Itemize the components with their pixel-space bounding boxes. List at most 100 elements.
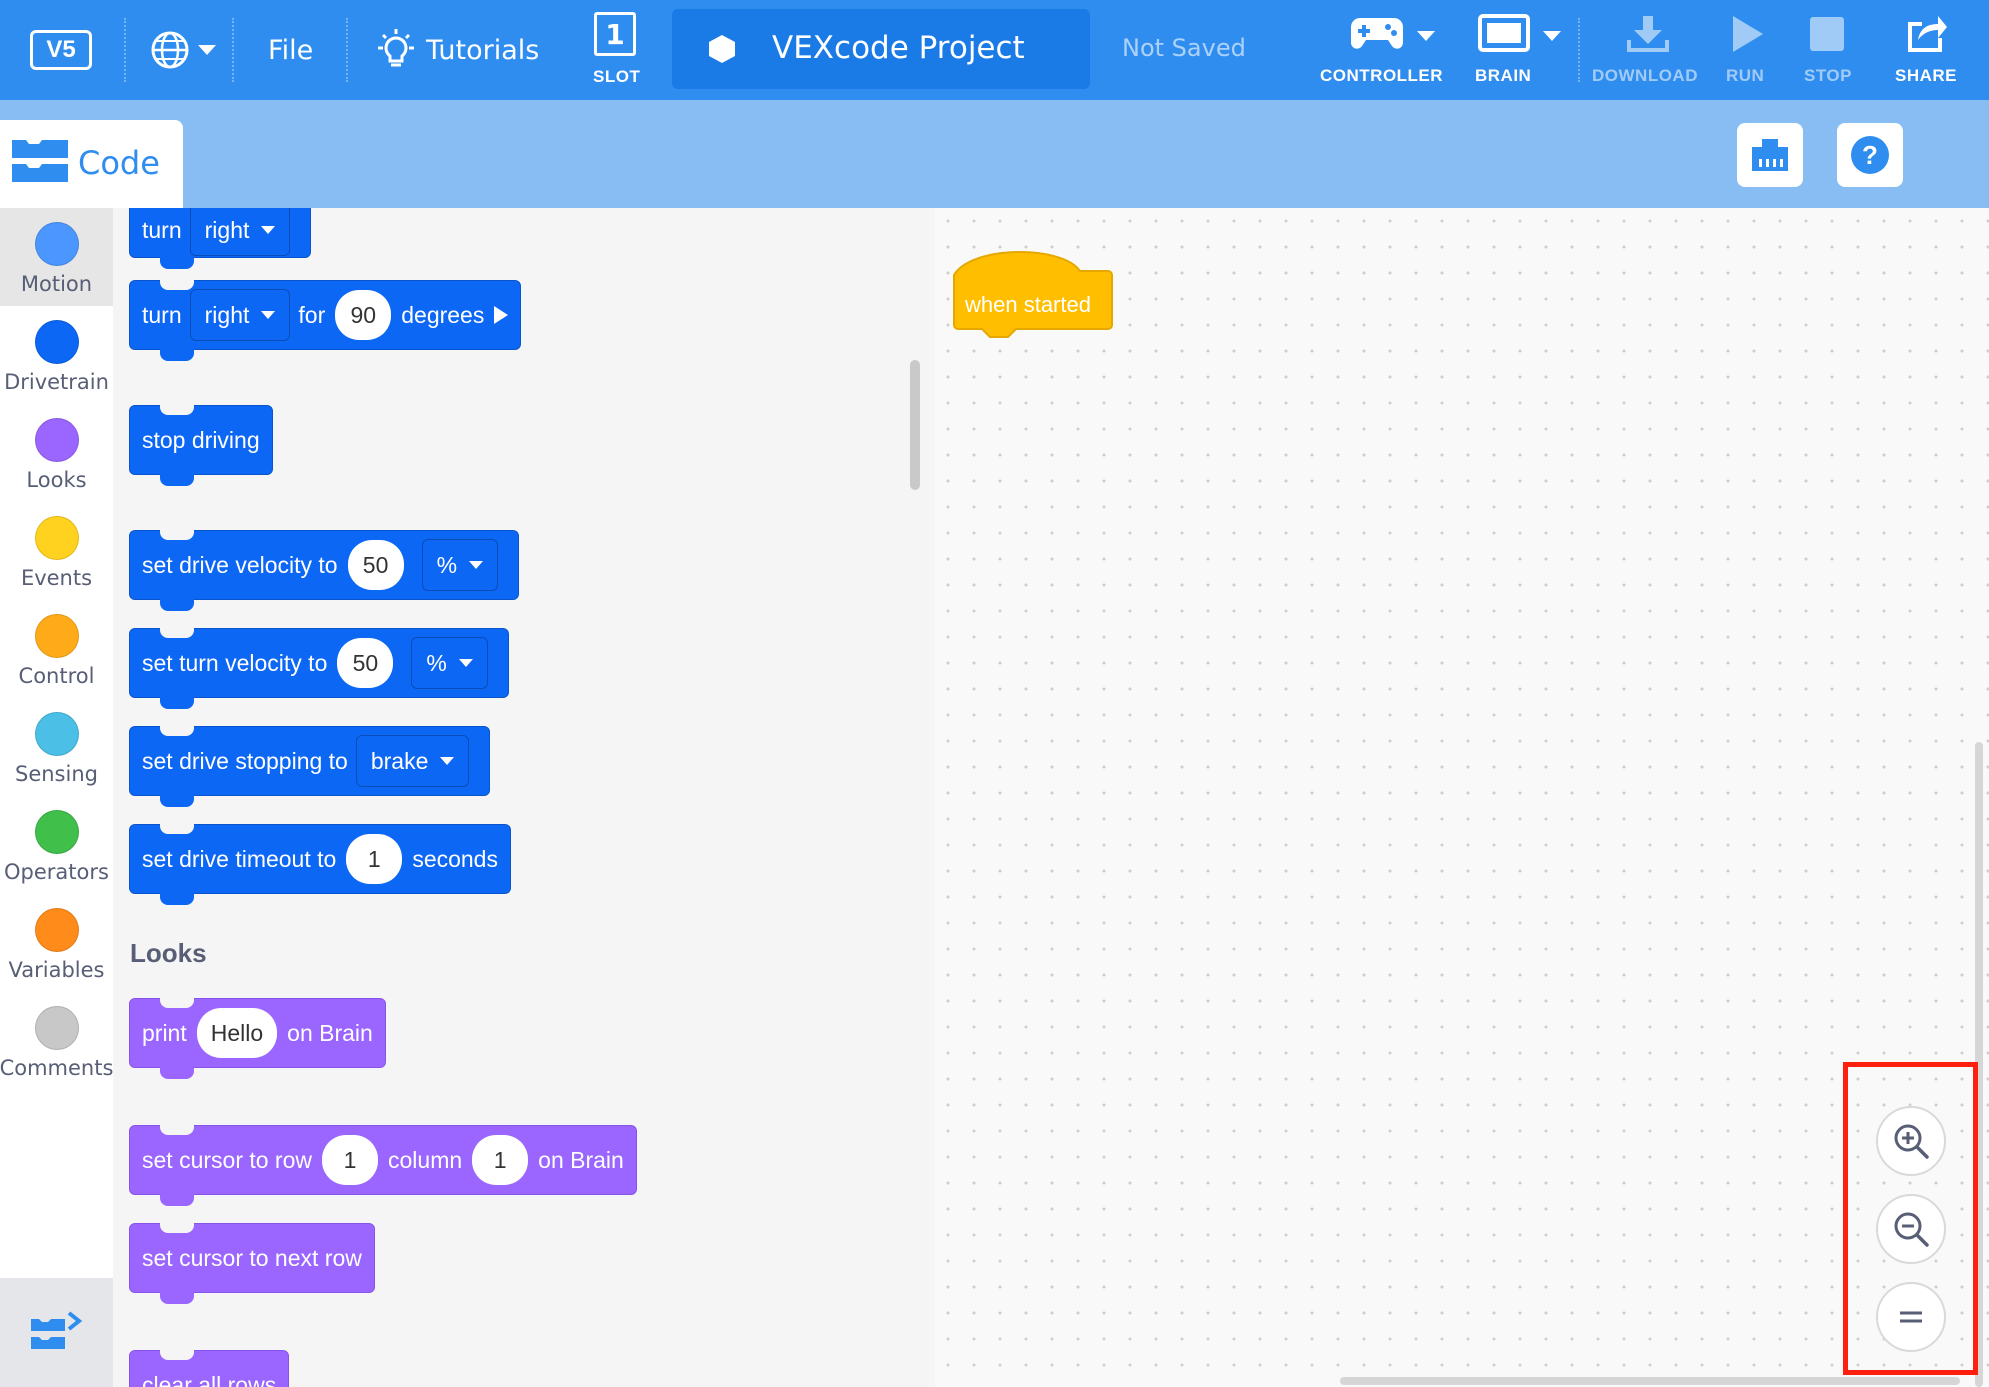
slot-label: SLOT bbox=[593, 67, 641, 86]
project-title: VEXcode Project bbox=[772, 30, 1025, 66]
category-motion[interactable]: Motion bbox=[0, 208, 113, 306]
workspace-horizontal-scrollbar[interactable] bbox=[1340, 1377, 1960, 1385]
direction-dropdown[interactable]: right bbox=[189, 289, 291, 341]
slot-button[interactable]: 1 SLOT bbox=[590, 10, 642, 90]
chevron-down-icon bbox=[1543, 31, 1561, 41]
category-variables[interactable]: Variables bbox=[0, 894, 113, 992]
block-text: clear all rows bbox=[142, 1371, 277, 1387]
block-connector bbox=[160, 892, 194, 905]
language-menu[interactable] bbox=[150, 0, 218, 100]
download-button[interactable]: DOWNLOAD bbox=[1592, 8, 1704, 92]
stopping-dropdown[interactable]: brake bbox=[355, 735, 470, 787]
block-text: on Brain bbox=[538, 1146, 624, 1173]
play-icon bbox=[1733, 16, 1763, 52]
run-label: RUN bbox=[1726, 66, 1765, 85]
velocity-input[interactable]: 50 bbox=[337, 638, 394, 688]
block-text: turn bbox=[142, 216, 182, 243]
project-name-field[interactable]: VEXcode Project bbox=[672, 9, 1090, 89]
category-looks[interactable]: Looks bbox=[0, 404, 113, 502]
svg-text:?: ? bbox=[1862, 140, 1878, 170]
zoom-in-button[interactable] bbox=[1876, 1106, 1946, 1176]
block-text: turn bbox=[142, 301, 182, 328]
unit-dropdown[interactable]: % bbox=[411, 637, 488, 689]
category-label: Comments bbox=[0, 1056, 114, 1080]
unit-dropdown[interactable]: % bbox=[421, 539, 499, 591]
block-turn[interactable]: turn right bbox=[129, 208, 312, 269]
block-print[interactable]: print Hello on Brain bbox=[129, 998, 386, 1079]
download-label: DOWNLOAD bbox=[1592, 66, 1698, 85]
dropdown-value: right bbox=[204, 216, 250, 243]
block-text: degrees bbox=[401, 301, 485, 328]
category-dot bbox=[34, 418, 79, 462]
block-connector bbox=[160, 696, 194, 709]
controller-button[interactable]: CONTROLLER bbox=[1316, 8, 1446, 92]
run-button[interactable]: RUN bbox=[1720, 8, 1774, 92]
when-started-block[interactable] bbox=[952, 245, 1114, 339]
block-text: set drive stopping to bbox=[142, 747, 348, 774]
separator bbox=[1578, 18, 1580, 82]
velocity-input[interactable]: 50 bbox=[347, 540, 404, 590]
block-connector bbox=[160, 598, 194, 611]
palette-scrollbar[interactable] bbox=[910, 360, 920, 490]
help-button[interactable]: ? bbox=[1837, 123, 1903, 187]
when-started-label: when started bbox=[965, 292, 1091, 317]
brain-label: BRAIN bbox=[1475, 66, 1532, 85]
tutorials-label: Tutorials bbox=[426, 34, 540, 66]
code-workspace[interactable] bbox=[935, 208, 1989, 1387]
chevron-down-icon bbox=[198, 45, 216, 55]
category-dot bbox=[34, 810, 79, 854]
block-turn-for-degrees[interactable]: turn right for 90 degrees bbox=[129, 280, 522, 361]
block-set-drive-stopping[interactable]: set drive stopping to brake bbox=[129, 726, 491, 807]
degrees-input[interactable]: 90 bbox=[335, 290, 392, 340]
category-events[interactable]: Events bbox=[0, 502, 113, 600]
category-control[interactable]: Control bbox=[0, 600, 113, 698]
category-comments[interactable]: Comments bbox=[0, 992, 113, 1090]
block-set-drive-timeout[interactable]: set drive timeout to 1 seconds bbox=[129, 824, 511, 905]
block-text: column bbox=[388, 1146, 463, 1173]
extensions-button[interactable] bbox=[0, 1278, 113, 1387]
share-button[interactable]: SHARE bbox=[1892, 8, 1972, 92]
block-set-cursor[interactable]: set cursor to row 1 column 1 on Brain bbox=[129, 1125, 637, 1206]
category-operators[interactable]: Operators bbox=[0, 796, 113, 894]
zoom-out-icon bbox=[1894, 1212, 1929, 1247]
devices-button[interactable] bbox=[1737, 123, 1803, 187]
zoom-reset-button[interactable] bbox=[1876, 1282, 1946, 1352]
print-text-input[interactable]: Hello bbox=[196, 1008, 278, 1058]
block-text: print bbox=[142, 1019, 187, 1046]
tab-code[interactable]: Code bbox=[0, 120, 183, 210]
category-drivetrain[interactable]: Drivetrain bbox=[0, 306, 113, 404]
brain-button[interactable]: BRAIN bbox=[1472, 8, 1572, 92]
block-set-turn-velocity[interactable]: set turn velocity to 50 % bbox=[129, 628, 509, 709]
category-dot bbox=[34, 614, 79, 658]
block-stop-driving[interactable]: stop driving bbox=[129, 405, 273, 486]
block-set-drive-velocity[interactable]: set drive velocity to 50 % bbox=[129, 530, 520, 611]
category-label: Sensing bbox=[15, 762, 98, 786]
file-label: File bbox=[268, 34, 314, 66]
save-status: Not Saved bbox=[1122, 34, 1246, 62]
block-notch bbox=[160, 530, 194, 540]
dropdown-value: brake bbox=[370, 747, 429, 774]
help-icon: ? bbox=[1851, 136, 1889, 174]
column-input[interactable]: 1 bbox=[472, 1135, 529, 1185]
timeout-input[interactable]: 1 bbox=[346, 834, 403, 884]
category-sensing[interactable]: Sensing bbox=[0, 698, 113, 796]
category-dot bbox=[34, 320, 79, 364]
vex-logo[interactable]: V5 bbox=[30, 30, 92, 70]
separator bbox=[232, 18, 234, 82]
row-input[interactable]: 1 bbox=[322, 1135, 378, 1185]
slot-icon: 1 bbox=[594, 12, 636, 56]
category-dot bbox=[34, 712, 79, 756]
block-clear-all-rows[interactable]: clear all rows bbox=[129, 1350, 290, 1387]
tutorials-button[interactable]: Tutorials bbox=[374, 0, 539, 100]
stop-button[interactable]: STOP bbox=[1796, 8, 1856, 92]
run-block-icon[interactable] bbox=[494, 306, 509, 324]
block-connector bbox=[160, 794, 194, 807]
block-set-cursor-next-row[interactable]: set cursor to next row bbox=[129, 1223, 375, 1304]
workspace-vertical-scrollbar[interactable] bbox=[1975, 742, 1983, 1387]
direction-dropdown[interactable]: right bbox=[189, 208, 291, 256]
zoom-out-button[interactable] bbox=[1876, 1194, 1946, 1264]
block-notch bbox=[160, 628, 194, 638]
dropdown-value: % bbox=[436, 551, 458, 578]
category-dot bbox=[34, 1006, 79, 1050]
file-menu[interactable]: File bbox=[268, 0, 313, 100]
